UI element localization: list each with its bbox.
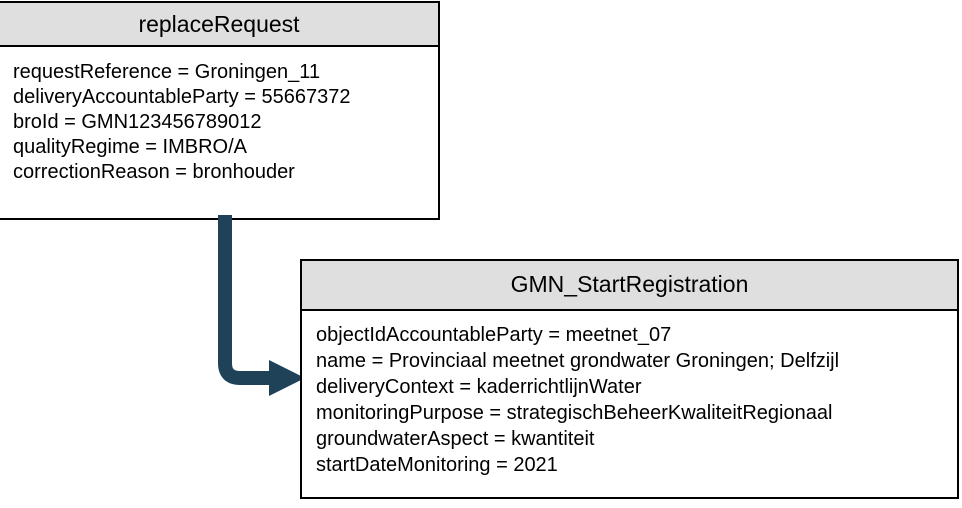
uml-box-title-replace-request: replaceRequest [0,3,438,47]
uml-attribute: broId = GMN123456789012 [13,111,262,133]
uml-attribute: deliveryAccountableParty = 55667372 [13,86,351,108]
uml-attribute: deliveryContext = kaderrichtlijnWater [316,376,642,398]
uml-box-gmn-start-registration[interactable]: GMN_StartRegistration objectIdAccountabl… [300,259,959,499]
uml-attribute: monitoringPurpose = strategischBeheerKwa… [316,402,833,424]
uml-attribute: objectIdAccountableParty = meetnet_07 [316,324,672,346]
uml-attribute: qualityRegime = IMBRO/A [13,136,247,158]
uml-attribute: name = Provinciaal meetnet grondwater Gr… [316,350,840,372]
uml-attribute: requestReference = Groningen_11 [13,61,321,83]
uml-attribute: correctionReason = bronhouder [13,161,295,183]
connector-line [218,215,274,385]
uml-attribute: groundwaterAspect = kwantiteit [316,428,595,450]
uml-box-attributes-gmn-start-registration: objectIdAccountableParty = meetnet_07 na… [302,311,957,478]
uml-attribute: startDateMonitoring = 2021 [316,454,558,476]
uml-box-replace-request[interactable]: replaceRequest requestReference = Gronin… [0,1,440,220]
uml-box-title-gmn-start-registration: GMN_StartRegistration [302,261,957,311]
uml-box-attributes-replace-request: requestReference = Groningen_11 delivery… [0,47,438,185]
